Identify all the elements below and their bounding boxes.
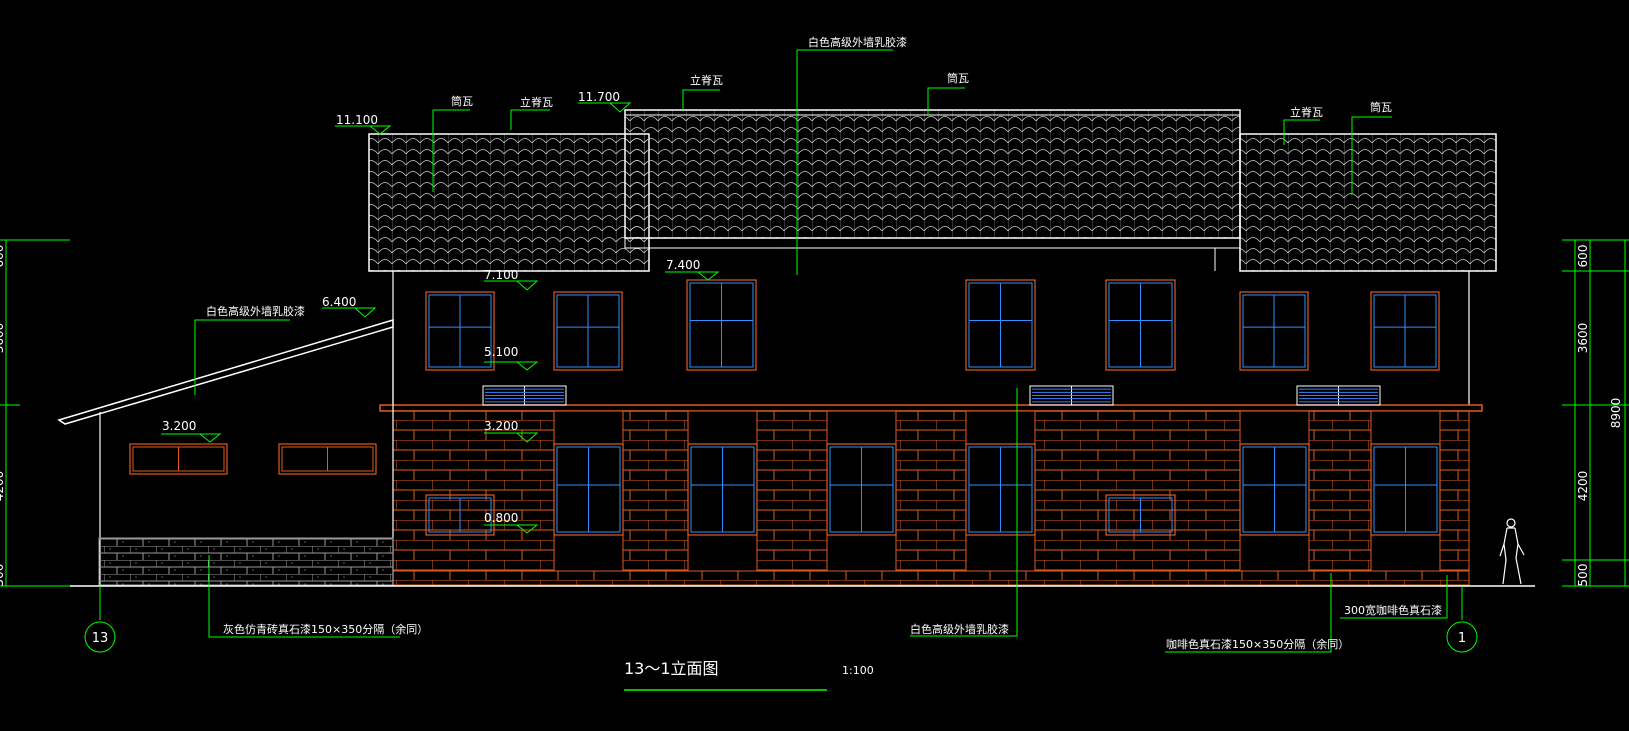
axis-label-right: 1 — [1458, 631, 1466, 646]
elevation-11700: 11.700 — [578, 90, 620, 104]
dim-left-500: 500 — [0, 564, 6, 587]
elevation-7100: 7.100 — [484, 268, 518, 282]
window — [129, 443, 228, 475]
window — [1370, 443, 1441, 536]
grey-stone-base — [98, 537, 394, 586]
dim-left-3600: 3600 — [0, 323, 6, 354]
window — [965, 443, 1036, 536]
note-tube-tile-1: 筒瓦 — [451, 94, 473, 108]
drawing-scale: 1:100 — [842, 664, 874, 677]
window — [425, 494, 495, 536]
note-white-paint-bottom: 白色高级外墙乳胶漆 — [910, 622, 1009, 636]
elevation-7400: 7.400 — [666, 258, 700, 272]
window — [686, 279, 757, 371]
elevation-11100: 11.100 — [336, 113, 378, 127]
elevation-3200-annex: 3.200 — [162, 419, 196, 433]
note-white-paint-top: 白色高级外墙乳胶漆 — [808, 35, 907, 49]
dimension-lines-left — [0, 239, 70, 587]
axis-label-left: 13 — [92, 631, 109, 646]
drawing-title-block: 13～1立面图 1:100 — [624, 659, 874, 691]
dim-right-3600: 3600 — [1576, 323, 1590, 354]
window — [1239, 291, 1309, 371]
elevation-6400: 6.400 — [322, 295, 356, 309]
dim-right-500: 500 — [1576, 564, 1590, 587]
note-coffee-band: 300宽咖啡色真石漆 — [1344, 603, 1442, 617]
roof-right — [1239, 133, 1497, 272]
axis-marker-1: 1 — [1446, 586, 1478, 653]
ac-grille — [1029, 385, 1114, 406]
annex — [57, 318, 394, 586]
elevation-markers — [161, 102, 720, 534]
window — [1105, 279, 1176, 371]
window — [1370, 291, 1440, 371]
window — [1239, 443, 1310, 536]
note-tube-tile-3: 筒瓦 — [1370, 100, 1392, 114]
note-ridge-tile-3: 立脊瓦 — [1290, 105, 1323, 119]
elevation-3200-main: 3.200 — [484, 419, 518, 433]
window — [553, 291, 623, 371]
dim-left-4200: 4200 — [0, 471, 6, 502]
elevation-0800: 0.800 — [484, 511, 518, 525]
dim-right-4200: 4200 — [1576, 471, 1590, 502]
windows — [129, 279, 1441, 536]
window — [826, 443, 897, 536]
note-white-paint-left: 白色高级外墙乳胶漆 — [206, 304, 305, 318]
window — [965, 279, 1036, 371]
human-figure — [1499, 518, 1525, 585]
note-tube-tile-2: 筒瓦 — [947, 71, 969, 85]
dim-right-8900: 8900 — [1609, 398, 1623, 429]
note-coffee-stone: 咖啡色真石漆150×350分隔（余同） — [1166, 637, 1349, 651]
window — [687, 443, 758, 536]
note-ridge-tile-1: 立脊瓦 — [520, 95, 553, 109]
dim-right-600: 600 — [1576, 245, 1590, 268]
ac-grille — [1296, 385, 1381, 406]
axis-marker-13: 13 — [84, 586, 116, 653]
ac-grille — [482, 385, 567, 406]
elevation-5100: 5.100 — [484, 345, 518, 359]
ac-grilles — [482, 385, 1381, 406]
plinth — [392, 570, 1470, 586]
roof-center — [624, 109, 1241, 249]
drawing-title: 13～1立面图 — [624, 659, 719, 678]
window — [425, 291, 495, 371]
leader-lines — [194, 49, 1448, 653]
floor-band — [379, 404, 1483, 412]
window — [553, 443, 624, 536]
window — [278, 443, 377, 475]
dim-left-600: 600 — [0, 245, 6, 268]
dimension-lines-right — [1562, 239, 1629, 587]
window — [1105, 494, 1176, 536]
note-grey-stone: 灰色仿青砖真石漆150×350分隔（余同） — [223, 622, 428, 636]
note-ridge-tile-2: 立脊瓦 — [690, 73, 723, 87]
roof-left — [368, 133, 650, 272]
